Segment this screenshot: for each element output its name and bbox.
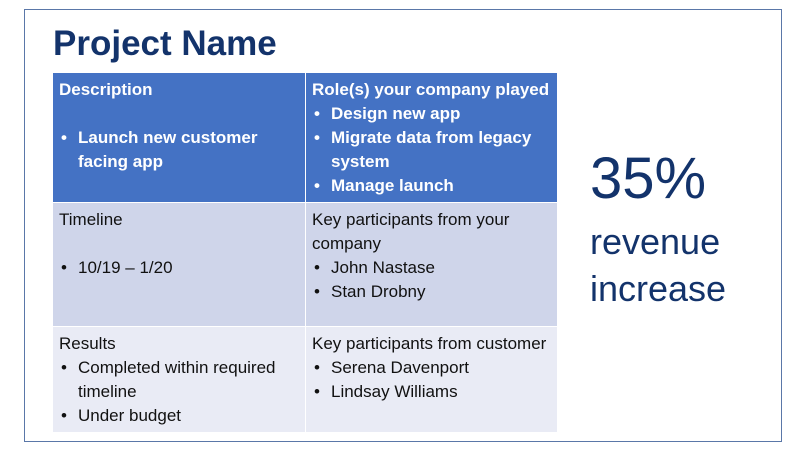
timeline-cell: Timeline 10/19 – 1/20 [52, 202, 306, 327]
stat-label-line1: revenue [590, 221, 721, 262]
list-item: Manage launch [312, 174, 551, 198]
description-heading: Description [59, 80, 153, 99]
results-cell: Results Completed within required timeli… [52, 326, 306, 433]
description-list: Launch new customer facing app [59, 126, 299, 174]
list-item: Lindsay Williams [312, 380, 551, 404]
project-table: Description Launch new customer facing a… [52, 72, 558, 433]
revenue-stat: 35% revenue increase [590, 140, 770, 312]
customer-participants-list: Serena Davenport Lindsay Williams [312, 356, 551, 404]
customer-participants-heading: Key participants from customer [312, 334, 547, 353]
roles-cell: Role(s) your company played Design new a… [305, 72, 558, 203]
page-title: Project Name [53, 24, 277, 63]
list-item: Under budget [59, 404, 299, 428]
list-item: Serena Davenport [312, 356, 551, 380]
table-row: Results Completed within required timeli… [52, 326, 558, 433]
customer-participants-cell: Key participants from customer Serena Da… [305, 326, 558, 433]
cell-spacer [59, 232, 299, 256]
list-item: Design new app [312, 102, 551, 126]
results-heading: Results [59, 334, 116, 353]
list-item: Migrate data from legacy system [312, 126, 551, 174]
list-item: Launch new customer facing app [59, 126, 299, 174]
timeline-heading: Timeline [59, 210, 123, 229]
roles-list: Design new app Migrate data from legacy … [312, 102, 551, 198]
roles-heading: Role(s) your company played [312, 80, 550, 99]
list-item: Stan Drobny [312, 280, 551, 304]
list-item: 10/19 – 1/20 [59, 256, 299, 280]
list-item: Completed within required timeline [59, 356, 299, 404]
company-participants-list: John Nastase Stan Drobny [312, 256, 551, 304]
list-item: John Nastase [312, 256, 551, 280]
description-cell: Description Launch new customer facing a… [52, 72, 306, 203]
stat-label-line2: increase [590, 268, 727, 309]
company-participants-cell: Key participants from your company John … [305, 202, 558, 327]
table-row: Timeline 10/19 – 1/20 Key participants f… [52, 202, 558, 327]
results-list: Completed within required timeline Under… [59, 356, 299, 428]
table-row: Description Launch new customer facing a… [52, 72, 558, 203]
cell-spacer [59, 102, 299, 126]
company-participants-heading: Key participants from your company [312, 210, 510, 253]
timeline-list: 10/19 – 1/20 [59, 256, 299, 280]
stat-value: 35% [590, 146, 707, 211]
